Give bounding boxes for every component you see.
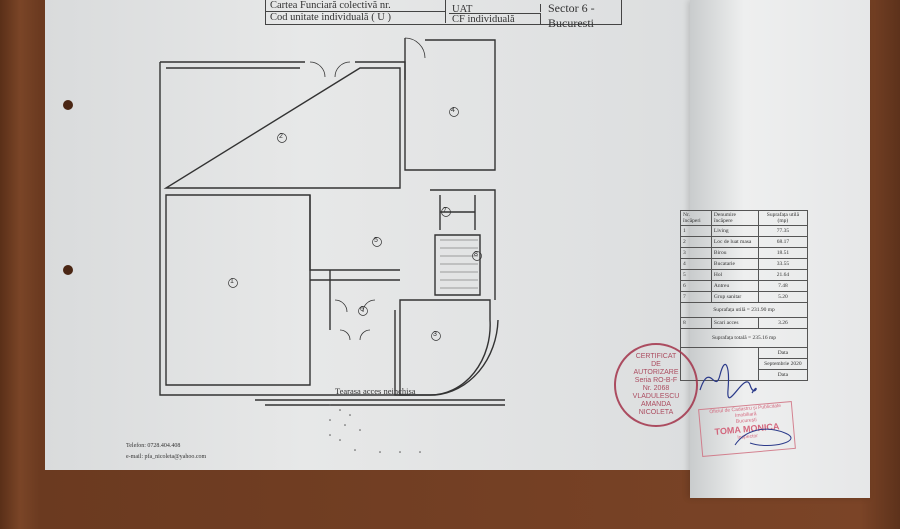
area-table: Nr. încăperi Denumire încăpere Suprafața… — [680, 210, 809, 381]
cell: Bucatarie — [710, 258, 759, 270]
cell: 77.35 — [757, 225, 809, 237]
uat-value: Sector 6 - Bucuresti — [548, 1, 595, 30]
total-row: Suprafața totală = 235.16 mp — [680, 328, 808, 348]
cell: 4 — [680, 258, 712, 270]
room-number: 5 — [374, 237, 378, 244]
cf-individual-label: CF individuală — [449, 13, 541, 25]
header-cell: Nr. încăperi — [680, 210, 712, 226]
subtotal-row: Suprafața utilă = 231.90 mp — [680, 302, 808, 318]
document-page-left — [45, 0, 695, 470]
subtotal-cell: Suprafața utilă = 231.90 mp — [680, 302, 808, 318]
room-number: 4 — [451, 107, 455, 114]
cell: 2 — [680, 236, 712, 248]
cell: 21.64 — [757, 269, 809, 281]
room-number: 7 — [443, 207, 447, 214]
date-label: Data — [757, 369, 809, 381]
punch-hole — [63, 100, 73, 110]
header-cell: Denumire încăpere — [710, 210, 759, 226]
room-number: 1 — [230, 278, 234, 285]
cell: 7 — [680, 291, 712, 303]
header-cell: Suprafața utilă (mp) — [757, 210, 809, 226]
room-number: 2 — [279, 133, 283, 140]
cell: 3 — [680, 247, 712, 259]
cell: 68.17 — [757, 236, 809, 248]
cell: 5.20 — [757, 291, 809, 303]
cell: Living — [710, 225, 759, 237]
cell: 5 — [680, 269, 712, 281]
room-number: 3 — [433, 331, 437, 338]
cell: Hol — [710, 269, 759, 281]
cell: Grup sanitar — [710, 291, 759, 303]
cf-collective-label: Cartea Funciară colectivă nr. — [266, 0, 446, 12]
cadastral-header-table: Cartea Funciară colectivă nr. Cod unitat… — [265, 0, 622, 30]
cell: 18.51 — [757, 247, 809, 259]
cell: 8 — [680, 317, 712, 329]
room-number: 8 — [474, 251, 478, 258]
cell: 7.48 — [757, 280, 809, 292]
cell: Birou — [710, 247, 759, 259]
email-text: e-mail: pfa_nicoleta@yahoo.com — [126, 454, 207, 460]
punch-hole — [63, 265, 73, 275]
cell: Loc de luat masa — [710, 236, 759, 248]
cell: 6 — [680, 280, 712, 292]
unit-code-label: Cod unitate individuală ( U ) — [266, 12, 446, 23]
handwritten-signature — [699, 363, 792, 446]
cell: Antreu — [710, 280, 759, 292]
cell: 3.26 — [757, 317, 809, 329]
cell: 33.55 — [757, 258, 809, 270]
table-header-row: Nr. încăperi Denumire încăpere Suprafața… — [680, 210, 809, 226]
date-row: Data — [681, 369, 809, 381]
cell: Scari acces — [710, 317, 759, 329]
phone-text: Telefon: 0728.404.408 — [126, 443, 181, 449]
terrace-label: Tearasa acces neinchisa — [335, 386, 416, 396]
cell: 1 — [680, 225, 712, 237]
room-number: 6 — [360, 306, 364, 313]
uat-label: UAT — [449, 4, 541, 15]
total-cell: Suprafața totală = 235.16 mp — [680, 328, 808, 348]
